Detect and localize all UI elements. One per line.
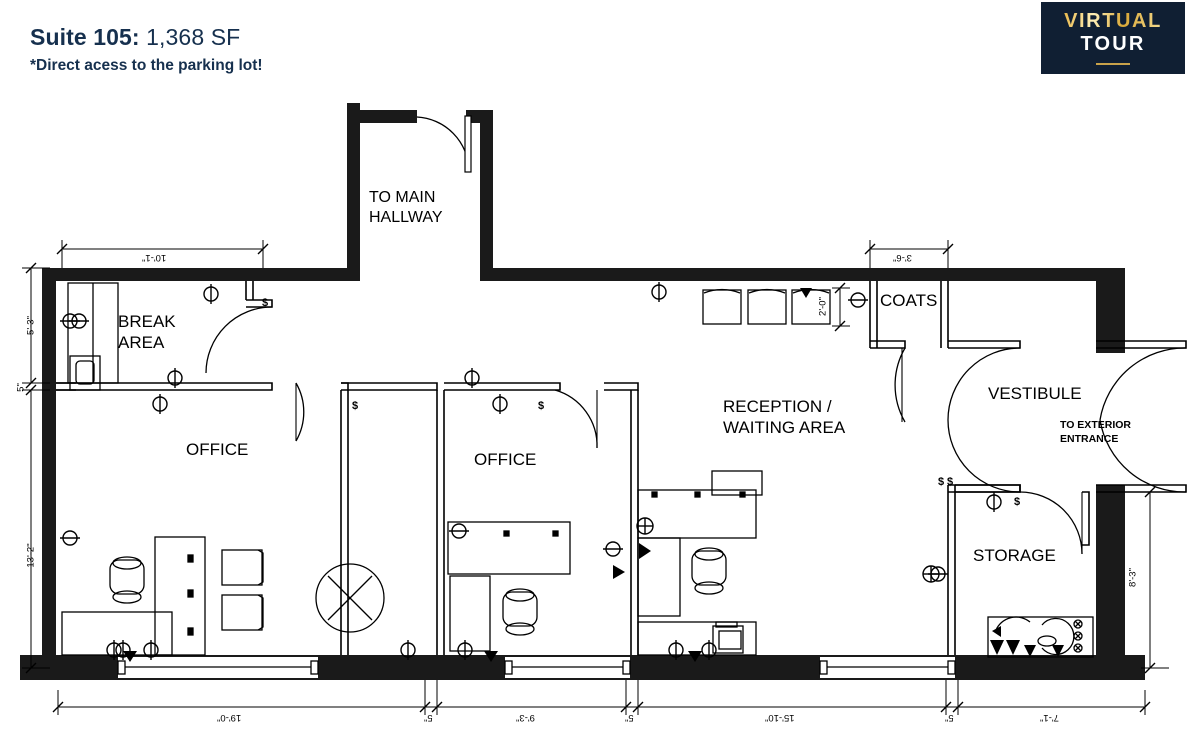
dimension-lines xyxy=(22,240,1169,715)
dimension-bottom-7: 7'-1" xyxy=(1040,712,1059,723)
svg-text:$: $ xyxy=(538,400,544,412)
suite-area: 1,368 SF xyxy=(146,24,241,50)
dimension-left-mid: 5" xyxy=(15,383,27,392)
break-area-furniture xyxy=(67,282,119,391)
dimension-bottom-1: 19'-0" xyxy=(217,712,242,723)
office-middle-furniture xyxy=(447,521,571,652)
dimension-reception-chairs: 2'-0" xyxy=(817,297,829,316)
office-left-furniture xyxy=(61,536,385,656)
interior-partitions xyxy=(56,281,1187,655)
dimension-bottom-2: 5" xyxy=(424,712,433,723)
virtual-tour-line1: VIRTUAL xyxy=(1064,10,1162,32)
dimension-bottom-6: 5" xyxy=(945,712,954,723)
dimension-top-right: 3'-6" xyxy=(893,252,912,263)
svg-text:$: $ xyxy=(947,476,953,488)
dimension-bottom-3: 9'-3" xyxy=(516,712,535,723)
storage-furniture xyxy=(987,616,1094,658)
dimension-left-lower: 13'-2" xyxy=(25,543,37,568)
page-title: Suite 105: 1,368 SF *Direct acess to the… xyxy=(30,24,263,75)
svg-text:$: $ xyxy=(1014,496,1020,508)
suite-note: *Direct acess to the parking lot! xyxy=(30,57,263,74)
electrical-symbols: $ $ $ $ $ $ xyxy=(59,281,1064,662)
dimension-left-upper: 5'-3" xyxy=(25,316,37,335)
suite-label: Suite 105: xyxy=(30,24,140,50)
virtual-tour-badge[interactable]: VIRTUAL TOUR xyxy=(1041,2,1185,74)
waiting-chairs xyxy=(702,288,831,325)
virtual-tour-line2: TOUR xyxy=(1080,33,1146,55)
dimension-right-storage: 8'-3" xyxy=(1127,568,1139,587)
suite-title-line: Suite 105: 1,368 SF xyxy=(30,24,263,51)
badge-underline-divider xyxy=(1096,63,1130,65)
dimension-top-left: 10'-1" xyxy=(142,252,167,263)
svg-text:$: $ xyxy=(262,297,268,309)
window-details xyxy=(117,660,956,675)
walls-group xyxy=(20,103,1145,680)
reception-furniture xyxy=(637,288,831,656)
door-swings xyxy=(205,115,1187,555)
svg-text:$: $ xyxy=(938,476,944,488)
dimension-bottom-4: 5" xyxy=(625,712,634,723)
svg-text:$: $ xyxy=(352,400,358,412)
dimension-bottom-5: 15'-10" xyxy=(765,712,795,723)
